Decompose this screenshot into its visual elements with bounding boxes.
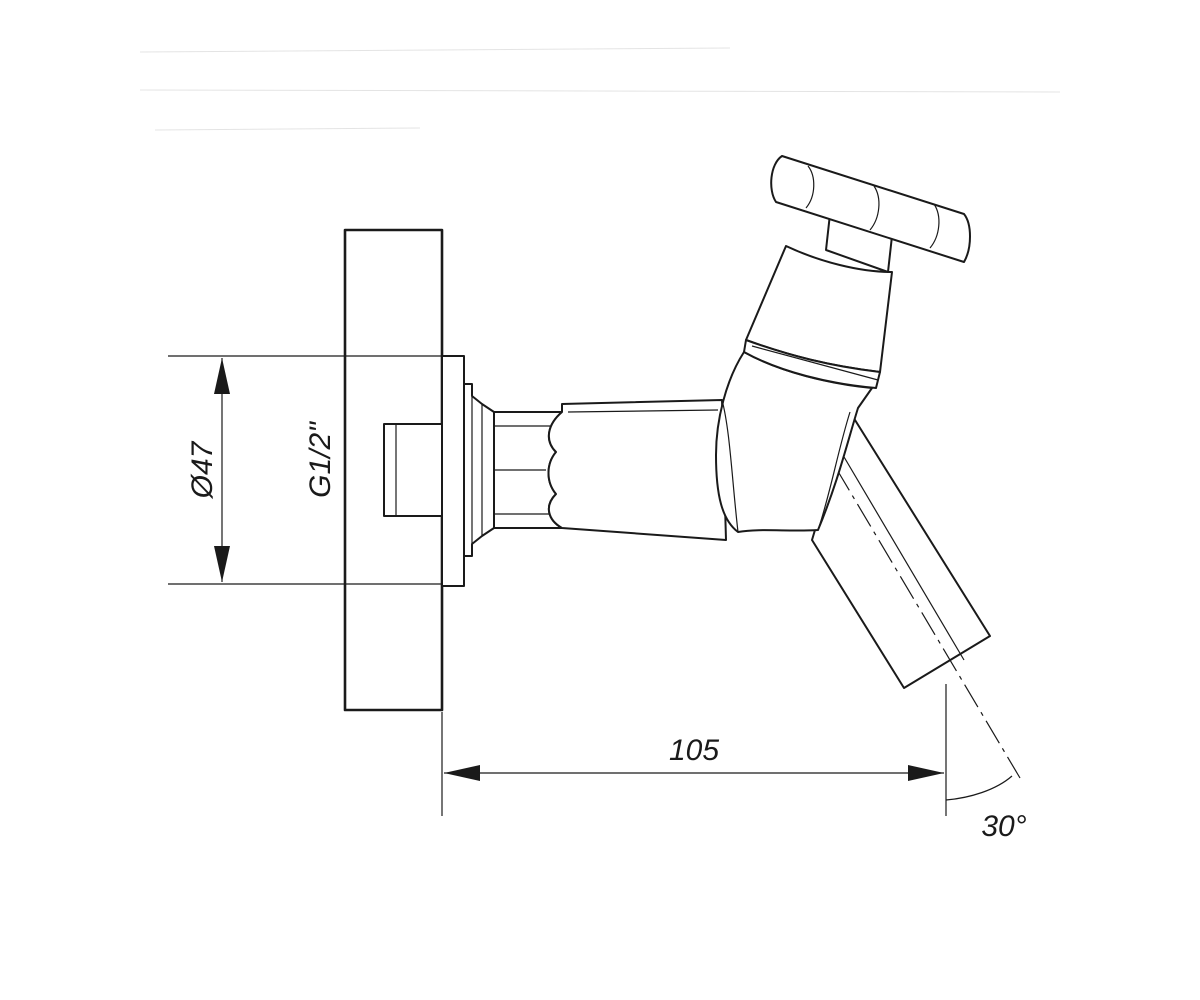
background-noise (139, 47, 1061, 131)
angle-dimension (945, 775, 1013, 801)
length-dimension (441, 684, 947, 816)
faucet-body (547, 399, 727, 541)
thread-label: G1/2" (304, 421, 337, 498)
flange (441, 355, 495, 587)
diameter-dimension (168, 355, 442, 585)
arrow-down-icon (214, 546, 230, 582)
spout (811, 411, 1021, 779)
thread-cavity (383, 423, 443, 517)
angle-label: 30° (981, 810, 1026, 843)
arrow-right-icon (908, 765, 944, 781)
diameter-label: Ø47 (186, 440, 219, 499)
handle-wheel (770, 155, 971, 263)
bonnet (743, 245, 893, 389)
arrow-up-icon (214, 358, 230, 394)
wall-section (343, 228, 444, 712)
arrow-left-icon (444, 765, 480, 781)
length-label: 105 (669, 734, 719, 767)
